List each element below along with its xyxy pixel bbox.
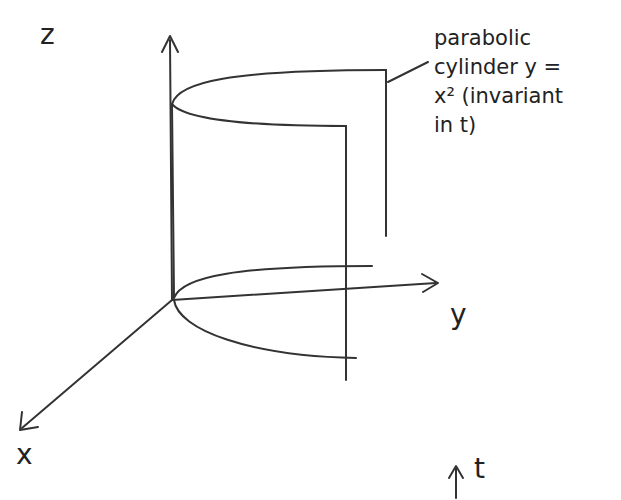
x-arrowhead [20,412,38,430]
axis-label: z [40,18,55,51]
cylinder-ruling [172,104,174,298]
bottom-parabola-lower [174,300,356,358]
t-arrow [455,468,457,498]
axis-label: t [474,452,485,485]
leader-line [388,62,428,82]
z-arrowhead [162,36,178,52]
top-parabola-lower [172,104,346,126]
x-axis [22,300,172,428]
t-arrowhead [449,466,463,478]
y-axis [172,283,436,300]
cylinder-ruling [385,70,387,236]
y-arrowhead [422,274,438,292]
axis-label: y [450,298,467,331]
annotation-note: parabolic cylinder y = x² (invariant in … [434,24,584,140]
cylinder-ruling [345,126,347,380]
axis-label: x [16,438,33,471]
bottom-parabola-upper [174,266,372,298]
top-parabola-upper [172,70,386,104]
